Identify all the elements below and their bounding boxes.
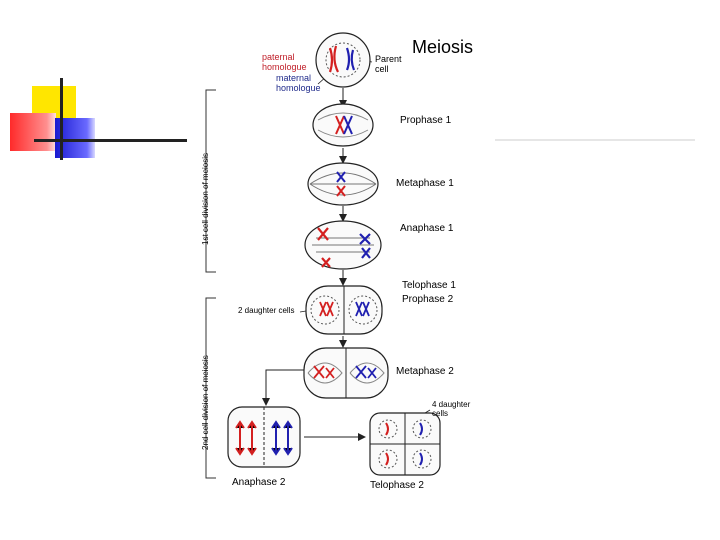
label-prophase1: Prophase 1 (400, 115, 452, 126)
cell-prophase1 (312, 103, 374, 147)
arrow-metaphase2-to-anaphase2 (262, 369, 304, 406)
slide-title: Meiosis (412, 37, 474, 57)
bracket-first-division (205, 89, 216, 273)
label-prophase2: Prophase 2 (402, 294, 454, 305)
label-metaphase1: Metaphase 1 (396, 178, 454, 189)
label-paternal-homologue: paternal homologue (262, 52, 307, 72)
label-parent-cell: Parent cell (375, 54, 402, 74)
faint-divider-line (495, 139, 695, 141)
label-metaphase2: Metaphase 2 (396, 366, 454, 377)
cell-metaphase1 (307, 162, 379, 206)
label-telophase2: Telophase 2 (370, 480, 424, 491)
flow-arrows (262, 88, 366, 441)
cell-anaphase2 (227, 406, 301, 468)
red-square-decoration (10, 113, 56, 151)
cell-parent (315, 32, 371, 88)
label-two-daughter-cells: 2 daughter cells (238, 306, 295, 315)
label-anaphase2: Anaphase 2 (232, 477, 286, 488)
horizontal-rule-decoration (34, 139, 187, 142)
label-telophase1: Telophase 1 (402, 280, 456, 291)
cell-telophase2 (369, 412, 441, 476)
label-four-daughter-cells: 4 daughter cells (432, 400, 471, 418)
bracket-second-division (205, 297, 216, 479)
label-anaphase1: Anaphase 1 (400, 223, 454, 234)
cell-telophase1 (305, 285, 383, 335)
label-second-division: 2nd cell division of meiosis (201, 355, 210, 450)
cell-metaphase2 (303, 347, 389, 399)
cell-anaphase1 (304, 220, 382, 270)
label-first-division: 1st cell division of meiosis (201, 152, 210, 245)
label-maternal-homologue: maternal homologue (276, 73, 321, 93)
vertical-rule-decoration (60, 78, 63, 160)
